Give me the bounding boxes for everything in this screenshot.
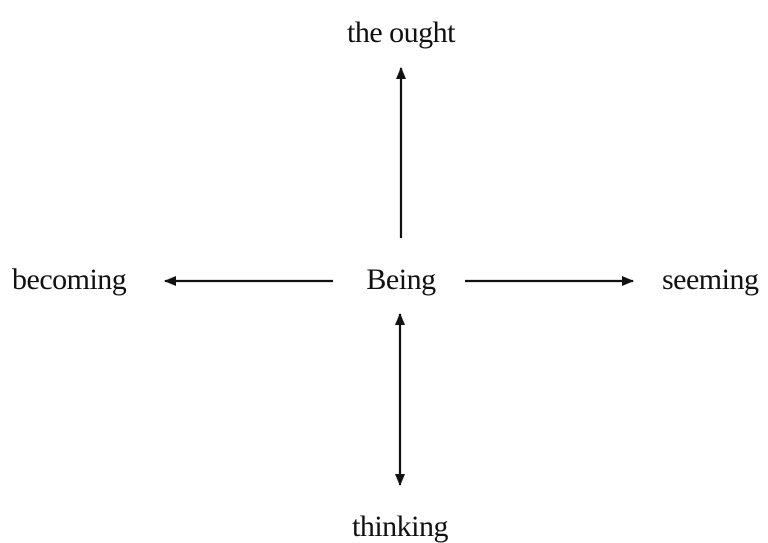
label-becoming: becoming (12, 263, 127, 296)
label-thinking: thinking (351, 510, 449, 543)
label-seeming: seeming (662, 263, 759, 296)
label-the-ought: the ought (347, 16, 456, 49)
label-being: Being (366, 263, 436, 296)
